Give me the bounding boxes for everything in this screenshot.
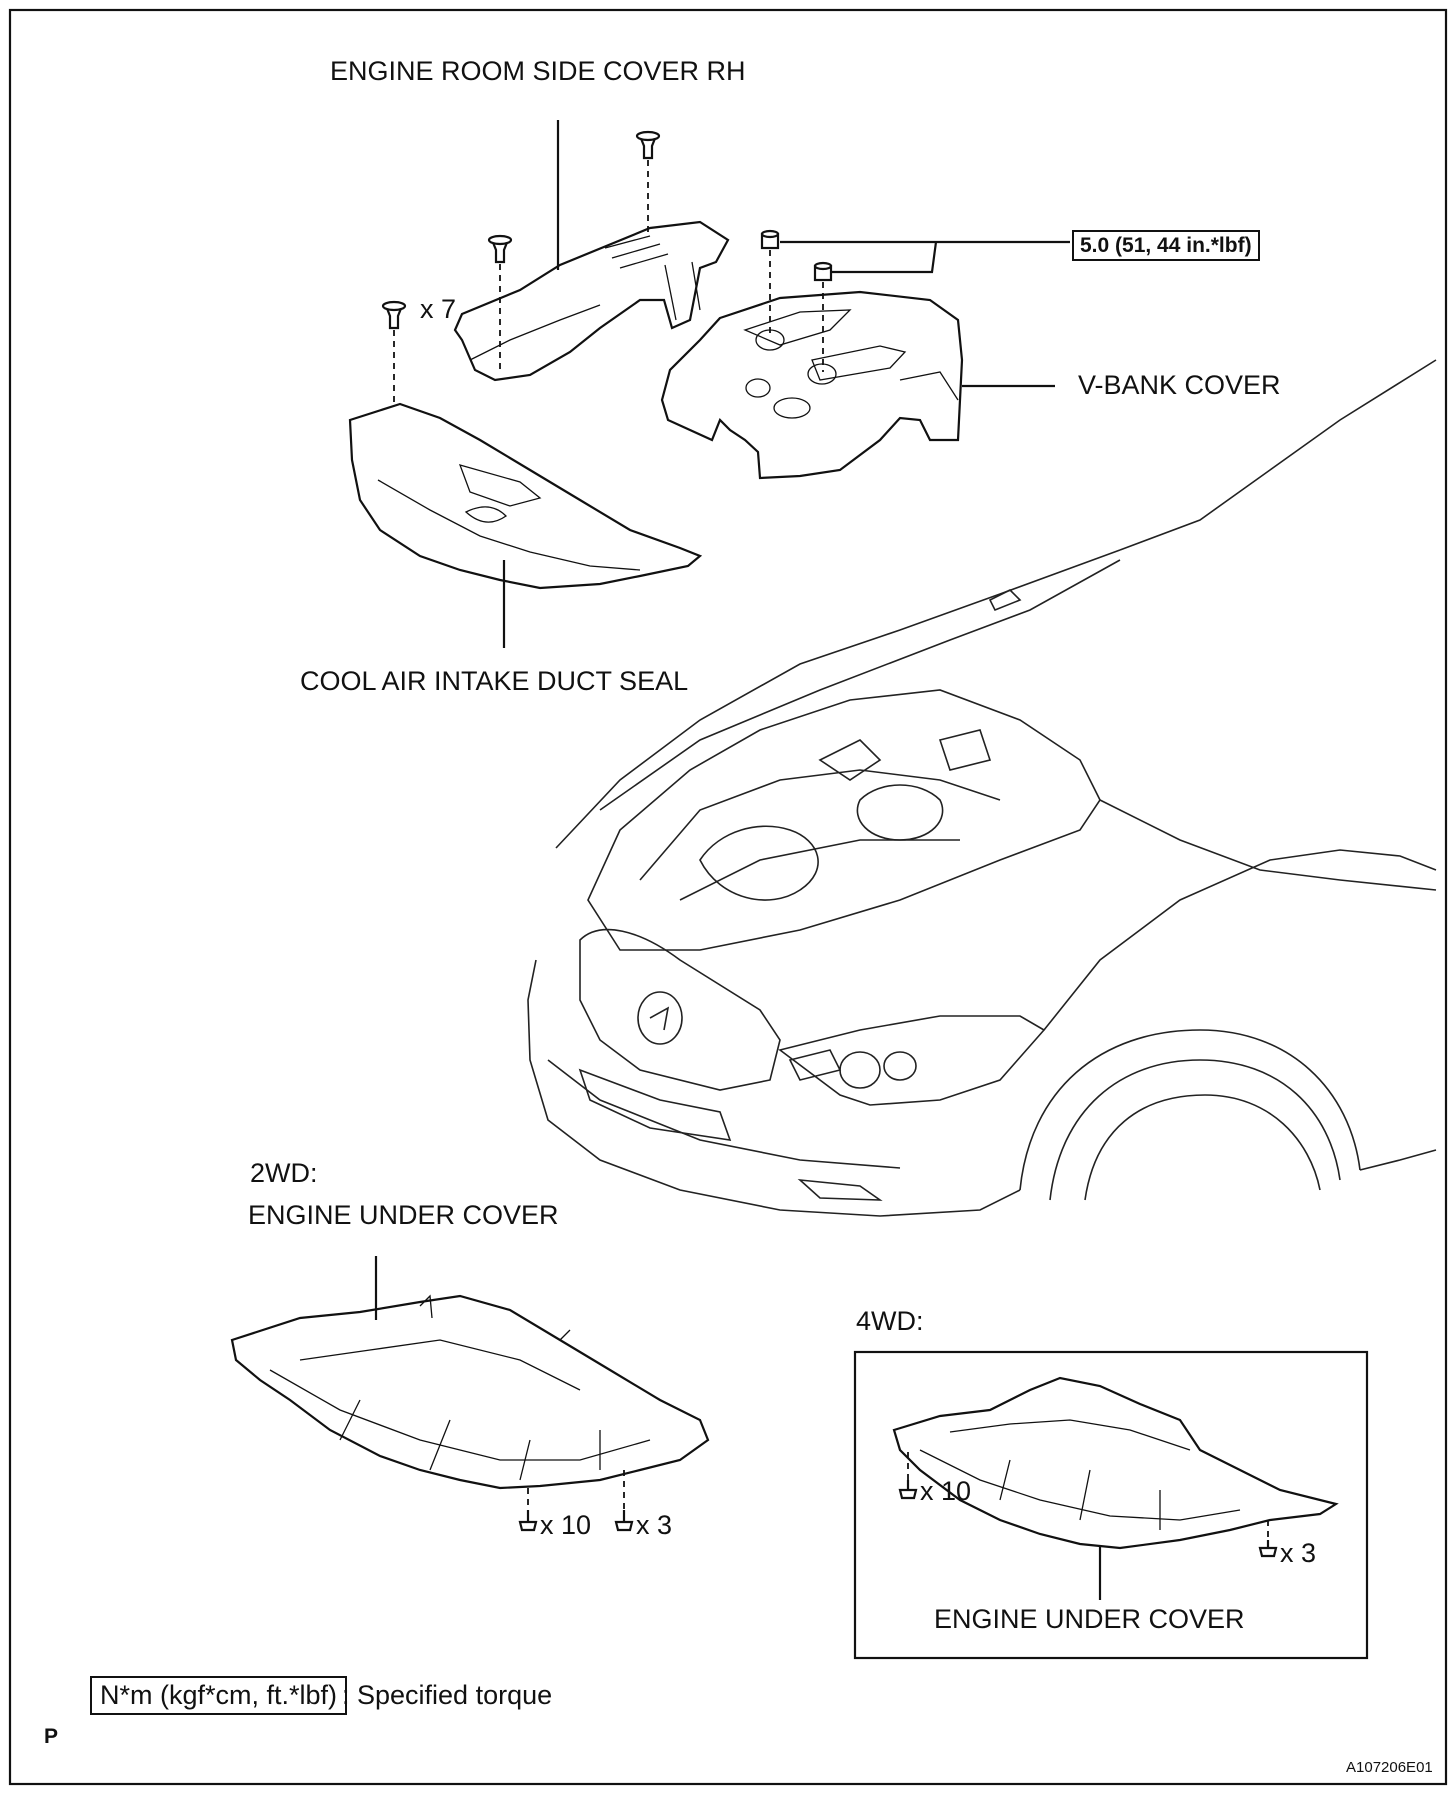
push-clip-icon: [487, 234, 513, 264]
vbank-cover-part: [660, 290, 964, 480]
intake-seal-label: COOL AIR INTAKE DUCT SEAL: [300, 666, 689, 696]
drive-4wd-label: 4WD:: [856, 1306, 924, 1336]
torque-value-box: 5.0 (51, 44 in.*lbf): [1072, 230, 1260, 261]
side-cover-part: [453, 220, 730, 382]
bolt-count-3-2wd: x 3: [636, 1510, 673, 1540]
drive-2wd-label: 2WD:: [250, 1158, 318, 1188]
page-frame: [8, 8, 1448, 1786]
car-illustration: [527, 359, 1437, 1217]
nut-icon: [813, 261, 833, 282]
figure-id: A107206E01: [1346, 1759, 1433, 1776]
under-cover-2wd-label: ENGINE UNDER COVER: [248, 1200, 559, 1230]
bolt-count-3-4wd: x 3: [1280, 1538, 1317, 1568]
page-marker: P: [44, 1725, 59, 1748]
clip-count-label: x 7: [420, 294, 457, 324]
nut-icon: [760, 229, 780, 250]
push-clip-icon: [381, 300, 407, 330]
under-cover-4wd-part: [892, 1376, 1339, 1550]
under-cover-4wd-label: ENGINE UNDER COVER: [934, 1604, 1245, 1634]
bolt-count-10-4wd: x 10: [920, 1476, 972, 1506]
legend-unit-box: N*m (kgf*cm, ft.*lbf): [90, 1676, 348, 1715]
4wd-box: [853, 1350, 1369, 1660]
bolt-icon: [898, 1480, 918, 1500]
bolt-icon: [614, 1510, 634, 1532]
vbank-cover-label: V-BANK COVER: [1078, 370, 1281, 400]
bolt-count-10-2wd: x 10: [540, 1510, 592, 1540]
under-cover-2wd-part: [230, 1294, 710, 1490]
push-clip-icon: [635, 130, 661, 160]
intake-seal-part: [348, 402, 703, 590]
bolt-icon: [518, 1510, 538, 1532]
bolt-icon: [1258, 1540, 1278, 1558]
legend-text: : Specified torque: [342, 1680, 553, 1710]
torque-leader: [780, 240, 1070, 274]
side-cover-label: ENGINE ROOM SIDE COVER RH: [330, 56, 746, 86]
